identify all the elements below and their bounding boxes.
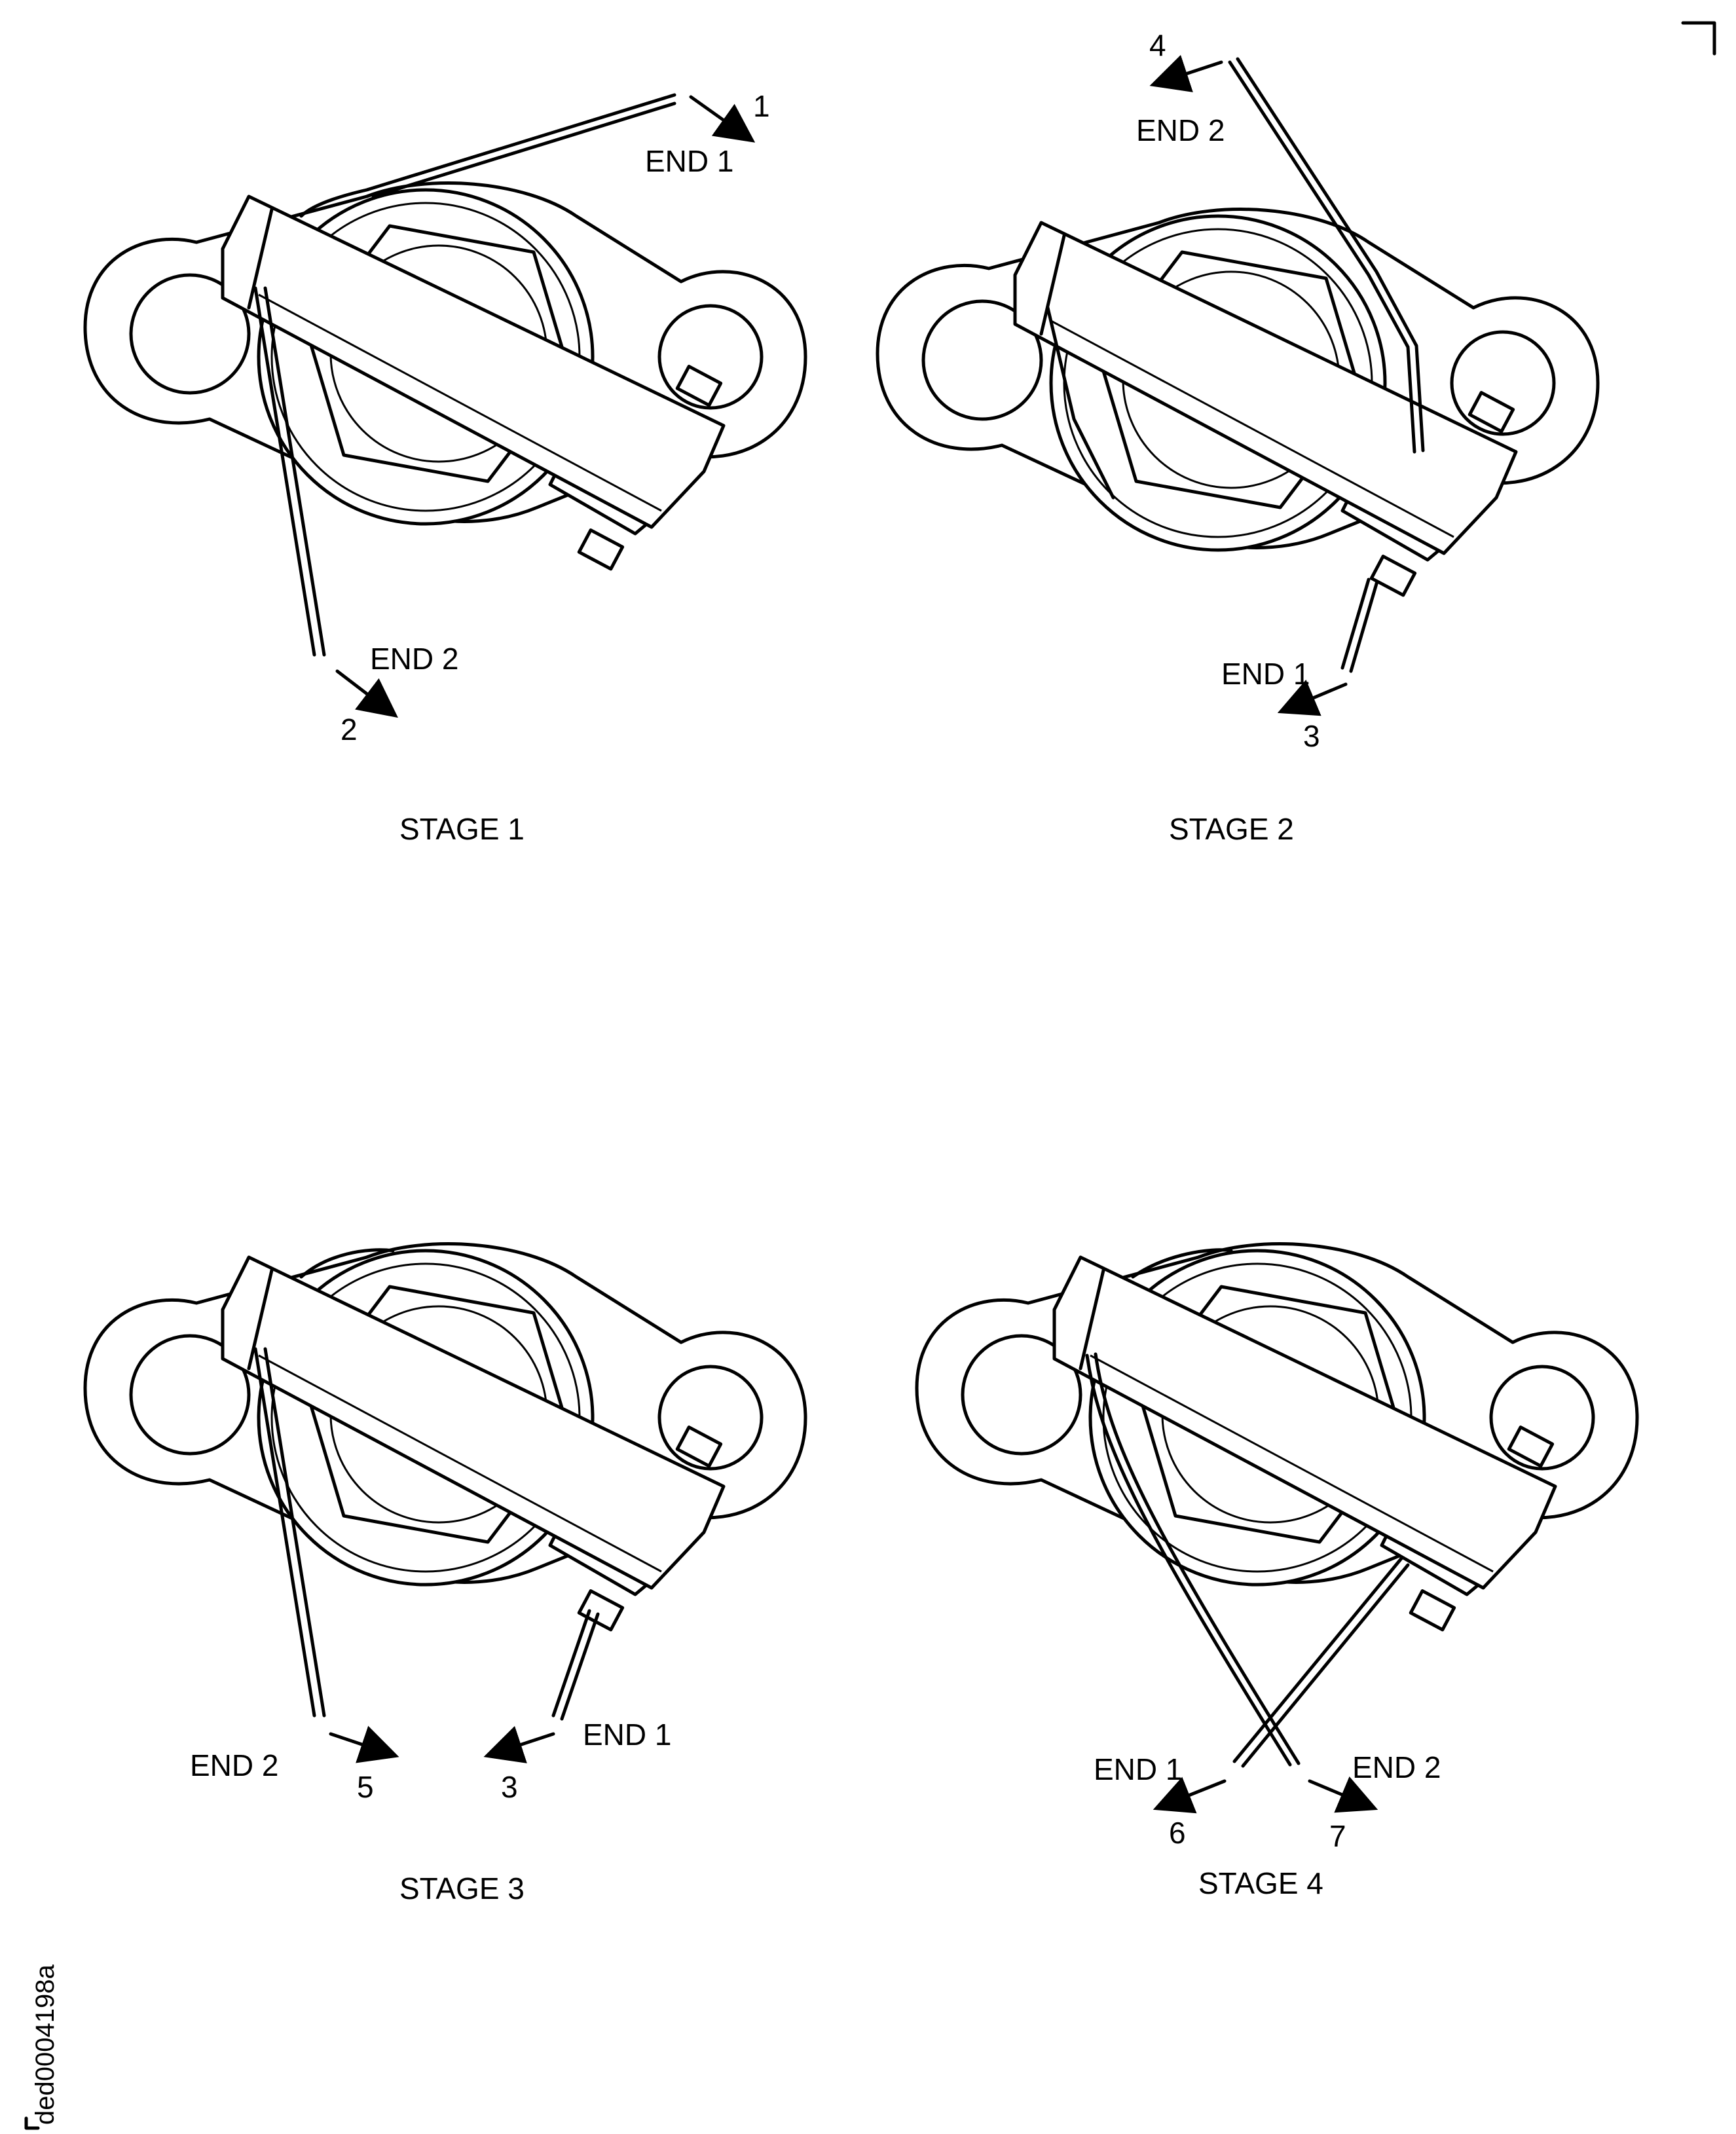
stage-1-panel: 1 END 1 END 2 2 STAGE 1 (85, 89, 805, 846)
step-number: 2 (341, 712, 358, 746)
end-label: END 2 (190, 1748, 278, 1782)
step-number: 5 (357, 1770, 374, 1804)
direction-arrow (1153, 1776, 1227, 1814)
direction-arrow (689, 95, 756, 143)
end-label: END 2 (370, 642, 458, 676)
assembly-drawing (917, 1244, 1637, 1630)
direction-arrow (335, 669, 398, 718)
step-number: 3 (1303, 719, 1320, 753)
direction-arrow (1308, 1776, 1378, 1813)
stage-2-panel: 4 END 2 END 1 3 STAGE 2 (877, 28, 1598, 846)
direction-arrow (1149, 54, 1223, 92)
step-number: 6 (1169, 1816, 1186, 1850)
end-label: END 2 (1136, 113, 1225, 147)
end-label: END 1 (1094, 1752, 1182, 1786)
stage-title: STAGE 1 (399, 812, 525, 846)
assembly-drawing (85, 1244, 805, 1630)
step-number: 1 (753, 89, 770, 123)
stage-3-panel: END 2 5 3 END 1 STAGE 3 (85, 1244, 805, 1905)
lockwire (1085, 1248, 1410, 1768)
stage-title: STAGE 3 (399, 1871, 525, 1905)
figure-code-marker: ded0004198a (24, 1964, 60, 2130)
stage-title: STAGE 4 (1198, 1866, 1323, 1900)
end-label: END 1 (1221, 657, 1310, 691)
step-number: 4 (1149, 28, 1166, 62)
stage-title: STAGE 2 (1169, 812, 1294, 846)
figure-code: ded0004198a (31, 1964, 60, 2125)
end-label: END 1 (645, 144, 733, 178)
lockwire (253, 1248, 600, 1721)
direction-arrow (1277, 679, 1348, 716)
end-label: END 2 (1352, 1750, 1441, 1784)
direction-arrow (329, 1725, 399, 1763)
step-number: 3 (501, 1770, 518, 1804)
assembly-drawing (85, 183, 805, 569)
corner-mark (1681, 21, 1716, 56)
lockwire (253, 93, 676, 657)
assembly-drawing (877, 210, 1598, 595)
end-label: END 1 (583, 1718, 671, 1752)
step-number: 7 (1329, 1819, 1346, 1853)
lockwire (1046, 57, 1425, 673)
direction-arrow (483, 1725, 555, 1763)
stage-4-panel: END 1 END 2 6 7 STAGE 4 (917, 1244, 1637, 1900)
